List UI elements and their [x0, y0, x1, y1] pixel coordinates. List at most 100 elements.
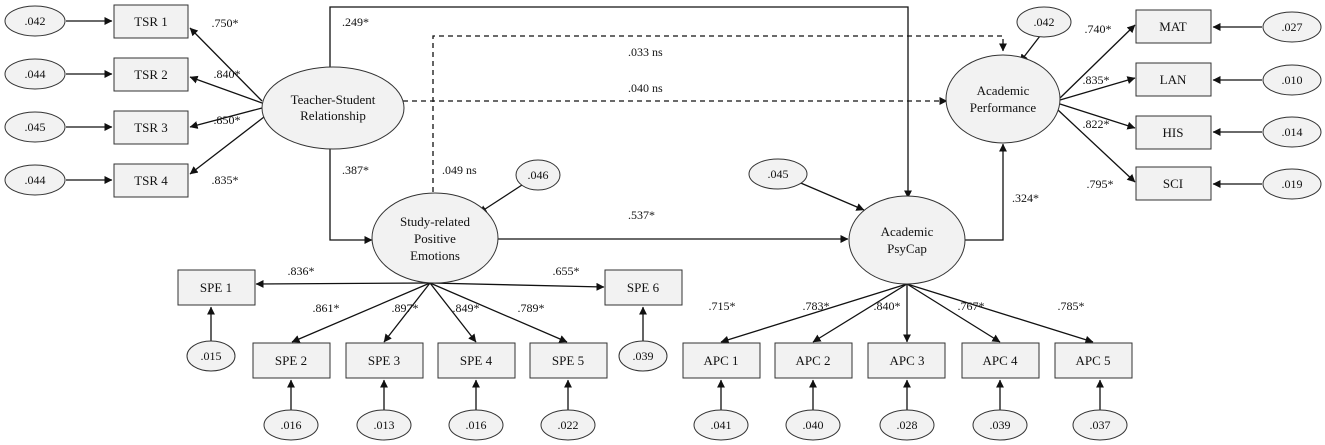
indicator-tsr4	[113, 163, 189, 198]
path-tsr-to-emotions	[329, 148, 373, 244]
error-spe3	[356, 409, 412, 441]
latent-performance-label-line1: Academic	[977, 83, 1030, 98]
latent-performance-label-line2: Performance	[970, 100, 1037, 115]
error-apc4-label: .039	[990, 418, 1011, 432]
indicator-his	[1135, 115, 1212, 150]
spe-measurement: SPE 1 SPE 6 SPE 2 SPE 3 SPE 4 SPE 5 .836…	[177, 159, 683, 441]
latent-tsr-ellipse	[261, 66, 405, 150]
loading-arrow-spe3	[383, 282, 431, 343]
error-apc5-label: .037	[1090, 418, 1111, 432]
error-sci-label: .019	[1282, 177, 1303, 191]
loading-mat: .740*	[1085, 22, 1112, 36]
latent-tsr-label-line1: Teacher-Student	[291, 92, 376, 107]
error-apc-latent-label: .045	[768, 167, 789, 181]
path-emotions-to-performance-dashed	[432, 35, 1007, 192]
error-arrow-spe-latent	[478, 184, 523, 214]
error-apc1	[693, 409, 749, 441]
latent-apc-ellipse	[848, 195, 966, 285]
indicator-spe1-label: SPE 1	[200, 280, 232, 295]
apc-measurement: APC 1 APC 2 APC 3 APC 4 APC 5 .715* .783…	[682, 158, 1133, 441]
indicator-spe4-label: SPE 4	[460, 353, 493, 368]
latent-performance-ellipse	[945, 54, 1061, 144]
error-arrow-apc-latent	[795, 180, 865, 211]
latent-spe-label-line2: Positive	[414, 231, 456, 246]
indicator-spe6-label: SPE 6	[627, 280, 660, 295]
error-sci	[1262, 168, 1322, 200]
indicator-spe2-label: SPE 2	[275, 353, 307, 368]
loading-arrow-apc2	[812, 283, 908, 343]
indicator-tsr1-label: TSR 1	[134, 14, 168, 29]
error-tsr2	[4, 58, 66, 90]
loading-tsr2: .840*	[214, 67, 241, 81]
indicator-apc5-label: APC 5	[1075, 353, 1110, 368]
indicator-tsr3	[113, 110, 189, 145]
indicator-tsr4-label: TSR 4	[134, 173, 168, 188]
error-apc3	[879, 409, 935, 441]
loading-arrow-tsr4	[189, 116, 265, 175]
error-apc-latent	[748, 158, 808, 190]
error-spe2	[263, 409, 319, 441]
loading-spe3: .897*	[392, 301, 419, 315]
tsr-measurement: .042 .044 .045 .044 TSR 1 TSR 2 TSR 3 TS…	[4, 4, 265, 198]
indicator-his-label: HIS	[1163, 125, 1184, 140]
indicator-spe1	[177, 269, 256, 306]
latent-apc-label-line2: PsyCap	[887, 241, 927, 256]
latent-tsr-label-line2: Relationship	[300, 108, 366, 123]
loading-arrow-tsr2	[189, 75, 263, 104]
loading-arrow-his	[1059, 103, 1136, 130]
indicator-spe3-label: SPE 3	[368, 353, 400, 368]
error-performance-latent	[1016, 6, 1072, 38]
error-apc5	[1072, 409, 1128, 441]
loading-spe4: .849*	[453, 301, 480, 315]
coef-emotions-psycap-dashed: .049 ns	[442, 163, 477, 177]
indicator-lan	[1135, 62, 1212, 97]
error-spe6-label: .039	[633, 349, 654, 363]
loading-arrow-apc4	[906, 283, 1001, 343]
loading-arrow-apc5	[906, 283, 1094, 344]
error-tsr3-label: .045	[25, 120, 46, 134]
indicator-apc1-label: APC 1	[703, 353, 738, 368]
coef-tsr-performance: .040 ns	[628, 81, 663, 95]
latent-academic-performance: Academic Performance	[945, 54, 1061, 144]
loading-arrow-tsr3	[189, 107, 263, 129]
indicator-mat	[1135, 9, 1212, 44]
path-tsr-to-psycap	[329, 6, 912, 199]
performance-measurement: MAT LAN HIS SCI .740* .835* .822* .795* …	[1016, 6, 1322, 201]
error-spe1	[186, 340, 236, 372]
indicator-apc4-label: APC 4	[982, 353, 1018, 368]
indicator-mat-label: MAT	[1159, 19, 1187, 34]
coef-tsr-emotions: .387*	[342, 163, 369, 177]
loading-tsr1: .750*	[212, 16, 239, 30]
error-performance-latent-label: .042	[1034, 15, 1055, 29]
loading-apc2: .783*	[803, 299, 830, 313]
error-spe3-label: .013	[374, 418, 395, 432]
error-spe4	[448, 409, 504, 441]
indicator-apc3	[867, 342, 946, 379]
loading-lan: .835*	[1083, 73, 1110, 87]
indicator-spe4	[437, 342, 516, 379]
error-spe-latent-label: .046	[528, 168, 549, 182]
error-tsr2-label: .044	[25, 67, 46, 81]
indicator-tsr3-label: TSR 3	[134, 120, 168, 135]
indicator-lan-label: LAN	[1160, 72, 1187, 87]
error-his	[1262, 116, 1322, 148]
loading-apc1: .715*	[709, 299, 736, 313]
indicator-apc1	[682, 342, 761, 379]
error-tsr1	[4, 5, 66, 37]
indicator-apc2-label: APC 2	[795, 353, 830, 368]
error-tsr1-label: .042	[25, 14, 46, 28]
coef-psycap-performance: .324*	[1012, 191, 1039, 205]
loading-arrow-sci	[1057, 109, 1136, 183]
loading-apc5: .785*	[1058, 299, 1085, 313]
latent-spe-label-line1: Study-related	[400, 214, 471, 229]
path-psycap-to-performance	[965, 143, 1007, 241]
indicator-apc2	[774, 342, 853, 379]
error-spe1-label: .015	[201, 349, 222, 363]
indicator-spe6	[604, 269, 683, 306]
loading-apc4: .767*	[958, 299, 985, 313]
error-apc3-label: .028	[897, 418, 918, 432]
loading-arrow-spe1	[255, 279, 431, 288]
indicator-sci	[1135, 166, 1212, 201]
error-tsr3	[4, 111, 66, 143]
